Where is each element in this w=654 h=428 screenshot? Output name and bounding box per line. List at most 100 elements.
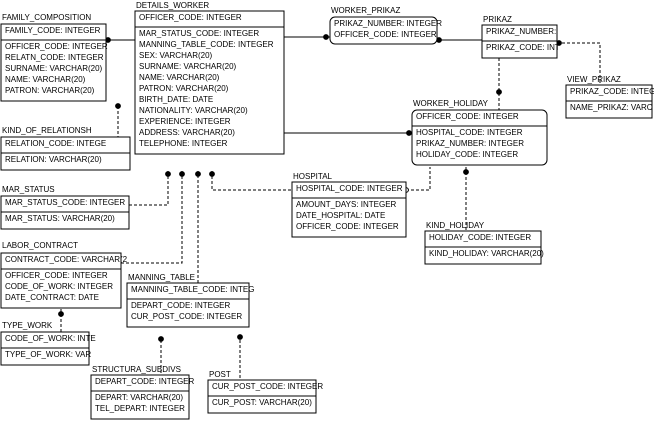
primary-key-field: PRIKAZ_NUMBER: [486, 27, 556, 36]
cardinality-dot [209, 171, 215, 177]
primary-key-field: RELATION_CODE: INTEGE [5, 139, 106, 148]
relationship-lines [58, 34, 601, 380]
cardinality-dot [195, 171, 201, 177]
primary-key-field: CODE_OF_WORK: INTE [5, 334, 96, 343]
attribute-field: NAME_PRIKAZ: VARC [570, 103, 653, 112]
primary-key-field: PRIKAZ_NUMBER: INTEGER [334, 19, 442, 28]
attribute-field: KIND_HOLIDAY: VARCHAR(20) [429, 249, 544, 258]
entity-title: STRUCTURA_SUBDIVS [92, 365, 181, 374]
entity-worker-prikaz[interactable]: WORKER_PRIKAZ PRIKAZ_NUMBER: INTEGER OFFIC… [329, 6, 442, 45]
primary-key-field: MAR_STATUS_CODE: INTEGER [5, 198, 125, 207]
attribute-field: MAR_STATUS_CODE: INTEGER [139, 29, 259, 38]
attribute-field: NAME: VARCHAR(20) [139, 73, 220, 82]
primary-key-field: FAMILY_CODE: INTEGER [5, 26, 101, 35]
entity-title: HOSPITAL [293, 172, 333, 181]
attribute-field: OFFICER_CODE: INTEGER [5, 42, 108, 51]
entity-title: WORKER_PRIKAZ [331, 6, 400, 15]
entity-title: POST [209, 370, 231, 379]
entity-structura-subdivs[interactable]: STRUCTURA_SUBDIVS DEPART_CODE: INTEGER DEP… [90, 365, 195, 420]
rel-view-prikaz [557, 42, 601, 85]
entity-type-work[interactable]: TYPE_WORK CODE_OF_WORK: INTE TYPE_OF_WORK:… [0, 321, 96, 366]
attribute-field: AMOUNT_DAYS: INTEGER [296, 200, 397, 209]
attribute-field: MAR_STATUS: VARCHAR(20) [5, 214, 115, 223]
entity-layer: FAMILY_COMPOSITION FAMILY_CODE: INTEGER OF… [0, 1, 654, 420]
entity-worker-holiday[interactable]: WORKER_HOLIDAY OFFICER_CODE: INTEGER HOSPI… [411, 99, 548, 166]
primary-key-field: OFFICER_CODE: INTEGER [416, 112, 519, 121]
entity-box [134, 10, 285, 155]
cardinality-dot [165, 171, 171, 177]
entity-title: KIND_OF_RELATIONSH [2, 126, 92, 135]
attribute-field: ADDRESS: VARCHAR(20) [139, 128, 235, 137]
entity-title: WORKER_HOLIDAY [413, 99, 489, 108]
attribute-field: PATRON: VARCHAR(20) [139, 84, 229, 93]
attribute-field: PRIKAZ_NUMBER: INTEGER [416, 139, 524, 148]
attribute-field: OFFICER_CODE: INTEGER [296, 222, 399, 231]
attribute-field: BIRTH_DATE: DATE [139, 95, 213, 104]
entity-title: PRIKAZ [483, 15, 512, 24]
cardinality-dot [179, 171, 185, 177]
rel-labor-details [121, 171, 183, 264]
attribute-field: RELATION: VARCHAR(20) [5, 155, 102, 164]
cardinality-dot [323, 34, 329, 40]
cardinality-dot [463, 169, 469, 175]
rel-details-hospital [211, 171, 292, 191]
attribute-field: DATE_HOSPITAL: DATE [296, 211, 385, 220]
attribute-field: NAME: VARCHAR(20) [5, 75, 86, 84]
attribute-field: SEX: VARCHAR(20) [139, 51, 213, 60]
entity-title: LABOR_CONTRACT [2, 241, 78, 250]
attribute-field: SURNAME: VARCHAR(20) [139, 62, 237, 71]
attribute-field: HOLIDAY_CODE: INTEGER [416, 150, 518, 159]
entity-hospital[interactable]: HOSPITAL HOSPITAL_CODE: INTEGER AMOUNT_DAY… [291, 172, 407, 238]
entity-box [126, 282, 250, 328]
entity-box [90, 374, 190, 420]
attribute-field: DEPART_CODE: INTEGER [131, 301, 231, 310]
entity-title: MAR_STATUS [2, 185, 55, 194]
attribute-field: DATE_CONTRACT: DATE [5, 293, 99, 302]
rel-hospital-holiday [406, 167, 431, 191]
attribute-field: CUR_POST_CODE: INTEGER [131, 312, 242, 321]
entity-title: FAMILY_COMPOSITION [2, 13, 91, 22]
attribute-field: MANNING_TABLE_CODE: INTEGER [139, 40, 274, 49]
entity-box [0, 23, 107, 102]
cardinality-dot [406, 130, 412, 136]
attribute-field: OFFICER_CODE: INTEGER [5, 271, 108, 280]
primary-key-field: HOLIDAY_CODE: INTEGER [429, 233, 531, 242]
entity-mar-status[interactable]: MAR_STATUS MAR_STATUS_CODE: INTEGER MAR_ST… [0, 185, 130, 230]
attribute-field: NATIONALITY: VARCHAR(20) [139, 106, 248, 115]
primary-key-field: OFFICER_CODE: INTEGER [139, 13, 242, 22]
entity-title: VIEW_PRIKAZ [567, 75, 621, 84]
entity-kind-of-relationsh[interactable]: KIND_OF_RELATIONSH RELATION_CODE: INTEGE R… [0, 126, 131, 171]
rel-marstatus-details [129, 171, 169, 206]
cardinality-dot [158, 336, 164, 342]
cardinality-dot [237, 334, 243, 340]
cardinality-dot [115, 103, 121, 109]
entity-title: KIND_HOLIDAY [426, 221, 485, 230]
cardinality-dot [496, 89, 502, 95]
attribute-field: EXPERIENCE: INTEGER [139, 117, 231, 126]
entity-title: TYPE_WORK [2, 321, 53, 330]
entity-box [0, 252, 122, 309]
attribute-field: PRIKAZ_CODE: INT [486, 43, 560, 52]
entity-box [291, 181, 407, 238]
entity-box [329, 16, 438, 45]
attribute-field: HOSPITAL_CODE: INTEGER [416, 128, 523, 137]
entity-prikaz[interactable]: PRIKAZ PRIKAZ_NUMBER: PRIKAZ_CODE: INT [481, 15, 560, 59]
entity-kind-holiday[interactable]: KIND_HOLIDAY HOLIDAY_CODE: INTEGER KIND_HO… [424, 221, 544, 265]
attribute-field: TELEPHONE: INTEGER [139, 139, 228, 148]
entity-labor-contract[interactable]: LABOR_CONTRACT CONTRACT_CODE: VARCHAR(2OF… [0, 241, 128, 309]
cardinality-dot [58, 311, 64, 317]
primary-key-field: OFFICER_CODE: INTEGER [334, 30, 437, 39]
entity-box [411, 109, 548, 166]
attribute-field: TYPE_OF_WORK: VAR [5, 350, 91, 359]
primary-key-field: HOSPITAL_CODE: INTEGER [296, 184, 403, 193]
entity-family-composition[interactable]: FAMILY_COMPOSITION FAMILY_CODE: INTEGER OF… [0, 13, 108, 102]
primary-key-field: DEPART_CODE: INTEGER [95, 377, 195, 386]
attribute-field: TEL_DEPART: INTEGER [95, 404, 185, 413]
primary-key-field: CONTRACT_CODE: VARCHAR(2 [5, 255, 128, 264]
attribute-field: DEPART: VARCHAR(20) [95, 393, 183, 402]
